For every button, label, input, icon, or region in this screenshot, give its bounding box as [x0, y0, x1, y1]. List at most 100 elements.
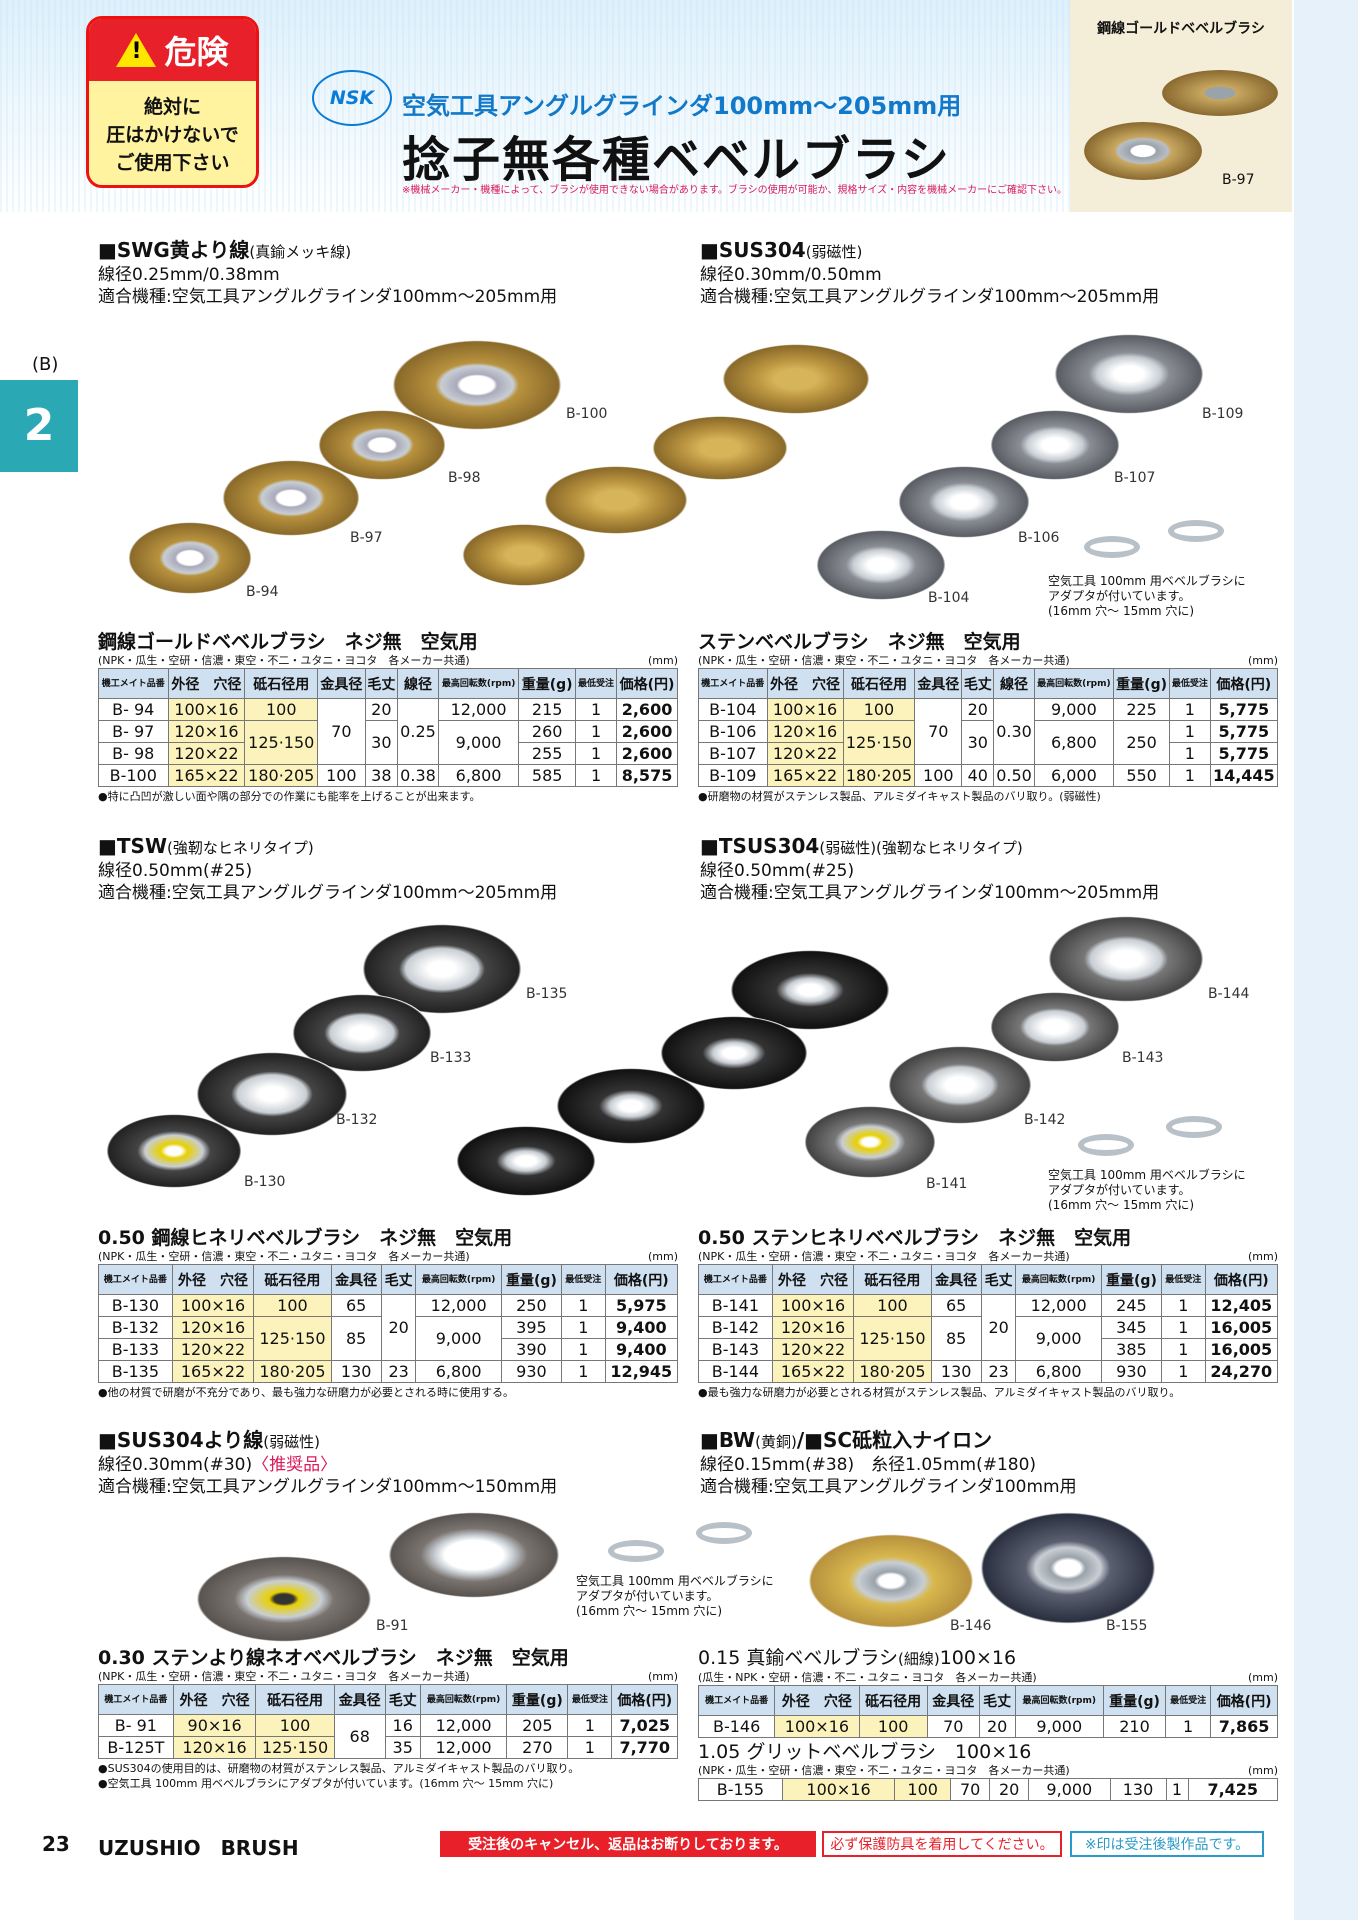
- machine-spec: 適合機種:空気工具アングルグラインダ100mm〜205mm用: [98, 883, 558, 903]
- brush-image: [196, 1556, 372, 1642]
- product-title: 鋼線ゴールドベベルブラシ ネジ無 空気用: [98, 631, 478, 653]
- adapter-washer: [1168, 520, 1224, 542]
- photo-label: B-104: [928, 590, 970, 606]
- nsk-logo: NSK: [312, 70, 392, 126]
- spec-table: 機工メイト品番外径 穴径砥石径用金具径毛丈線径最高回転数(rpm)重量(g)最低…: [98, 668, 678, 787]
- footnote: ●SUS304の使用目的は、研磨物の材質がステンレス製品、アルミダイキャスト製品…: [98, 1762, 580, 1775]
- brush-image: [990, 410, 1120, 480]
- photo-label: B-132: [336, 1112, 378, 1128]
- product-title: 0.50 ステンヒネリベベルブラシ ネジ無 空気用: [698, 1227, 1132, 1249]
- photo-label: B-146: [950, 1618, 992, 1634]
- header-note: ※機械メーカー・機種によって、ブラシが使用できない場合があります。ブラシの使用が…: [402, 185, 1067, 196]
- page-number: 23: [42, 1832, 70, 1856]
- brush-image: [388, 1512, 560, 1598]
- recommended-badge: 〈推奨品〉: [252, 1455, 338, 1475]
- brush-image: [1048, 916, 1204, 1002]
- page-subtitle: 空気工具アングルグラインダ100mm〜205mm用: [402, 92, 962, 120]
- brush-image: [804, 1106, 936, 1178]
- brush-image: [392, 340, 562, 430]
- photo-label: B-142: [1024, 1112, 1066, 1128]
- product-title: 1.05 グリットベベルブラシ 100×16: [698, 1741, 1032, 1763]
- brush-image: [1054, 334, 1204, 414]
- brush-image: [816, 530, 946, 600]
- section-swg: ■SWG黄より線(真鍮メッキ線) 線径0.25mm/0.38mm 適合機種:空気…: [98, 238, 678, 308]
- brush-image: [898, 466, 1030, 538]
- right-margin-bar: [1294, 0, 1358, 1920]
- photo-label: B-130: [244, 1174, 286, 1190]
- brush-image: [808, 1534, 974, 1628]
- section-tsus304: ■TSUS304(弱磁性)(強靭なヒネリタイプ) 線径0.50mm(#25) 適…: [700, 834, 1280, 904]
- brush-image: [660, 1016, 808, 1090]
- brush-image: [556, 1068, 706, 1144]
- brush-image: [722, 344, 870, 414]
- product-table-swg: 鋼線ゴールドベベルブラシ ネジ無 空気用 (NPK・瓜生・空研・信濃・東空・不二…: [98, 631, 678, 803]
- product-table-bw: 0.15 真鍮ベベルブラシ(細線)100×16 (瓜生・NPK・空研・信濃・不二…: [697, 1647, 1279, 1801]
- machine-spec: 適合機種:空気工具アングルグラインダ100mm〜205mm用: [98, 287, 558, 307]
- danger-line: 絶対に: [143, 96, 201, 118]
- featured-product-card: 鋼線ゴールドベベルブラシ B-97: [1070, 0, 1292, 212]
- warning-icon: !: [116, 33, 157, 67]
- photo-label: B-98: [448, 470, 481, 486]
- card-label: B-97: [1222, 172, 1255, 188]
- brush-image: [106, 1114, 242, 1188]
- product-title: 0.30 ステンより線ネオベベルブラシ ネジ無 空気用: [98, 1647, 569, 1669]
- photo-label: B-109: [1202, 406, 1244, 422]
- danger-line: ご使用下さい: [115, 152, 230, 174]
- brush-image: [888, 1046, 1032, 1124]
- photo-label: B-106: [1018, 530, 1060, 546]
- wire-spec: 線径0.25mm/0.38mm: [98, 265, 280, 285]
- product-table-tsus304: 0.50 ステンヒネリベベルブラシ ネジ無 空気用 (NPK・瓜生・空研・信濃・…: [698, 1227, 1279, 1399]
- spec-table: 機工メイト品番外径 穴径砥石径用金具径毛丈線径最高回転数(rpm)重量(g)最低…: [698, 668, 1279, 787]
- photo-label: B-141: [926, 1176, 968, 1192]
- adapter-washer: [696, 1522, 752, 1544]
- footnote: ●空気工具 100mm 用ベベルブラシにアダプタが付いています。(16mm 穴〜…: [98, 1777, 554, 1790]
- card-title: 鋼線ゴールドベベルブラシ: [1097, 21, 1265, 37]
- section-tsw: ■TSW(強靭なヒネリタイプ) 線径0.50mm(#25) 適合機種:空気工具ア…: [98, 834, 678, 904]
- machine-spec: 適合機種:空気工具アングルグラインダ100mm用: [700, 1477, 1077, 1497]
- photo-label: B-155: [1106, 1618, 1148, 1634]
- wire-spec: 線径0.30mm(#30): [98, 1455, 253, 1475]
- brush-image: [456, 1126, 596, 1196]
- section-bw-sc: ■BW(黄銅)/■SC砥粒入ナイロン 線径0.15mm(#38) 糸径1.05m…: [700, 1428, 1280, 1498]
- brush-image: [1084, 122, 1202, 180]
- section-sus304: ■SUS304(弱磁性) 線径0.30mm/0.50mm 適合機種:空気工具アン…: [700, 238, 1280, 308]
- brush-image: [1162, 70, 1278, 116]
- photo-label: B-100: [566, 406, 608, 422]
- no-cancel-notice: 受注後のキャンセル、返品はお断りしております。: [440, 1831, 816, 1857]
- machine-spec: 適合機種:空気工具アングルグラインダ100mm〜205mm用: [700, 883, 1160, 903]
- photo-label: B-94: [246, 584, 279, 600]
- product-table-sus304: ステンベベルブラシ ネジ無 空気用 (NPK・瓜生・空研・信濃・東空・不二・ユタ…: [698, 631, 1279, 803]
- footnote: ●研磨物の材質がステンレス製品、アルミダイキャスト製品のバリ取り。(弱磁性): [698, 790, 1101, 803]
- machine-spec: 適合機種:空気工具アングルグラインダ100mm〜150mm用: [98, 1477, 558, 1497]
- photo-label: B-143: [1122, 1050, 1164, 1066]
- section-sus304-yori: ■SUS304より線(弱磁性) 線径0.30mm(#30)〈推奨品〉 適合機種:…: [98, 1428, 678, 1498]
- brush-image: [990, 992, 1120, 1062]
- safety-notice: 必ず保護防具を着用してください。: [822, 1831, 1062, 1857]
- brush-image: [128, 522, 252, 594]
- chapter-tab: 2: [0, 380, 78, 472]
- product-title: 0.15 真鍮ベベルブラシ: [698, 1647, 898, 1669]
- adapter-washer: [1084, 536, 1140, 558]
- wire-spec: 線径0.50mm(#25): [700, 861, 855, 881]
- adapter-note: 空気工具 100mm 用ベベルブラシにアダプタが付いています。(16mm 穴〜 …: [1048, 1168, 1246, 1212]
- brush-image: [462, 524, 586, 586]
- spec-table: 機工メイト品番外径 穴径砥石径用金具径毛丈最高回転数(rpm)重量(g)最低受注…: [698, 1264, 1279, 1383]
- photo-label: B-133: [430, 1050, 472, 1066]
- spec-table: 機工メイト品番外径 穴径砥石径用金具径毛丈最高回転数(rpm)重量(g)最低受注…: [98, 1264, 679, 1383]
